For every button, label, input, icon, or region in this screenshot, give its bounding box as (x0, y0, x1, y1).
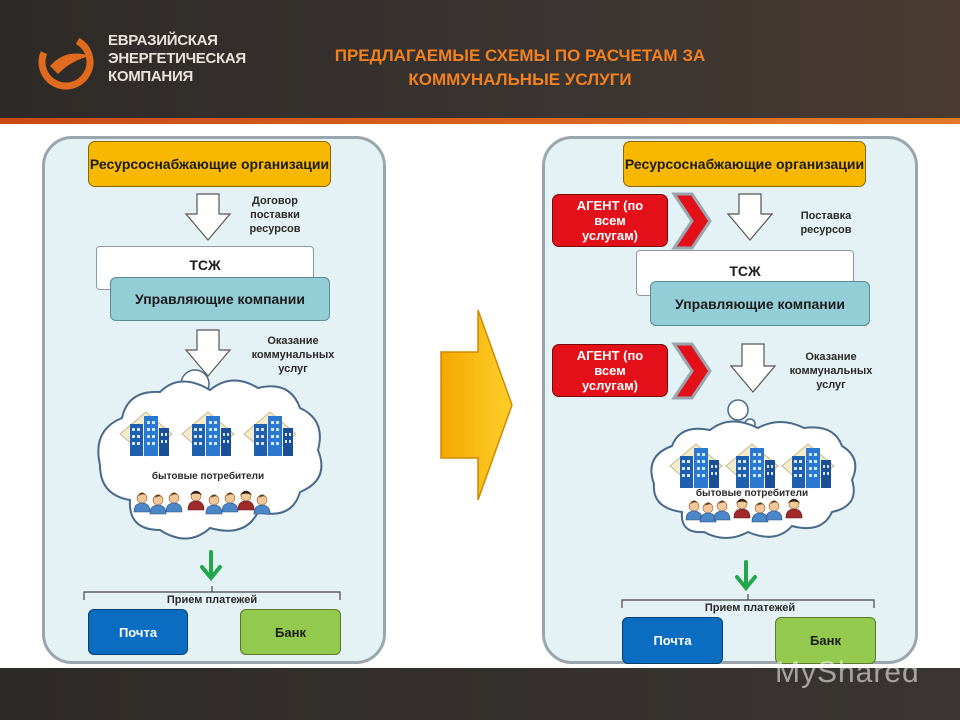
footer-bar (0, 668, 960, 720)
right-post-box[interactable]: Почта (622, 617, 723, 664)
left-arrow-supply (184, 193, 232, 241)
right-agent-bottom-box: АГЕНТ (по всем услугам) (552, 344, 668, 397)
left-supplier-label: Ресурсоснабжающие организации (89, 155, 330, 172)
left-payments-bracket (83, 586, 341, 600)
right-arrow-supply (726, 193, 774, 241)
left-bank-label: Банк (275, 624, 306, 640)
right-consumers-label: бытовые потребители (695, 488, 809, 499)
right-bank-box[interactable]: Банк (775, 617, 876, 664)
agent-bottom-chevron-icon (671, 342, 712, 400)
right-supplier-label: Ресурсоснабжающие организации (624, 155, 865, 172)
logo-line-1: ЕВРАЗИЙСКАЯ (108, 32, 218, 49)
right-payments-bracket (621, 594, 875, 608)
left-bank-box[interactable]: Банк (240, 609, 341, 655)
left-consumers-cloud (97, 369, 323, 540)
left-hoa-label: ТСЖ (189, 257, 221, 273)
watermark: MyShared (775, 656, 920, 689)
left-arrow-service (184, 329, 232, 377)
right-green-arrow (735, 560, 757, 592)
left-contract-label: Договор поставки ресурсов (249, 195, 301, 235)
logo-text: ЕВРАЗИЙСКАЯ ЭНЕРГЕТИЧЕСКАЯ КОМПАНИЯ (108, 32, 246, 86)
company-logo: ЕВРАЗИЙСКАЯ ЭНЕРГЕТИЧЕСКАЯ КОМПАНИЯ (32, 30, 246, 94)
transition-arrow (440, 309, 513, 501)
left-green-arrow (200, 550, 222, 582)
right-service-label: Оказание коммунальных услуг (789, 351, 873, 391)
right-agent-top-label: АГЕНТ (по всем услугам) (576, 198, 644, 243)
right-arrow-service (729, 343, 777, 393)
right-supply-label: Поставка ресурсов (800, 210, 852, 236)
right-management-box: Управляющие компании (650, 281, 870, 326)
right-bank-label: Банк (810, 633, 841, 648)
right-agent-top-box: АГЕНТ (по всем услугам) (552, 194, 668, 247)
right-consumers-cloud (650, 399, 857, 539)
right-management-label: Управляющие компании (675, 295, 845, 312)
title-line-1: ПРЕДЛАГАЕМЫЕ СХЕМЫ ПО РАСЧЕТАМ ЗА (334, 46, 706, 65)
left-supplier-box: Ресурсоснабжающие организации (88, 141, 331, 187)
page-title: ПРЕДЛАГАЕМЫЕ СХЕМЫ ПО РАСЧЕТАМ ЗА КОММУН… (270, 44, 770, 92)
left-management-box: Управляющие компании (110, 277, 330, 321)
right-supplier-box: Ресурсоснабжающие организации (623, 141, 866, 187)
left-post-box[interactable]: Почта (88, 609, 188, 655)
logo-emblem-icon (38, 34, 94, 90)
right-hoa-label: ТСЖ (729, 263, 761, 279)
right-post-label: Почта (653, 633, 692, 648)
left-management-label: Управляющие компании (135, 291, 305, 307)
title-line-2: КОММУНАЛЬНЫЕ УСЛУГИ (408, 70, 632, 89)
left-payments-label: Прием платежей (166, 594, 258, 606)
right-agent-bottom-label: АГЕНТ (по всем услугам) (576, 348, 644, 393)
agent-top-chevron-icon (671, 192, 712, 250)
left-service-label: Оказание коммунальных услуг (251, 335, 335, 375)
header-accent-line (0, 118, 960, 124)
left-consumers-label: бытовые потребители (151, 471, 265, 482)
logo-line-2: ЭНЕРГЕТИЧЕСКАЯ (108, 50, 246, 67)
header-bar (0, 0, 960, 118)
logo-line-3: КОМПАНИЯ (108, 68, 193, 85)
right-payments-label: Прием платежей (704, 602, 796, 614)
left-post-label: Почта (118, 624, 158, 640)
